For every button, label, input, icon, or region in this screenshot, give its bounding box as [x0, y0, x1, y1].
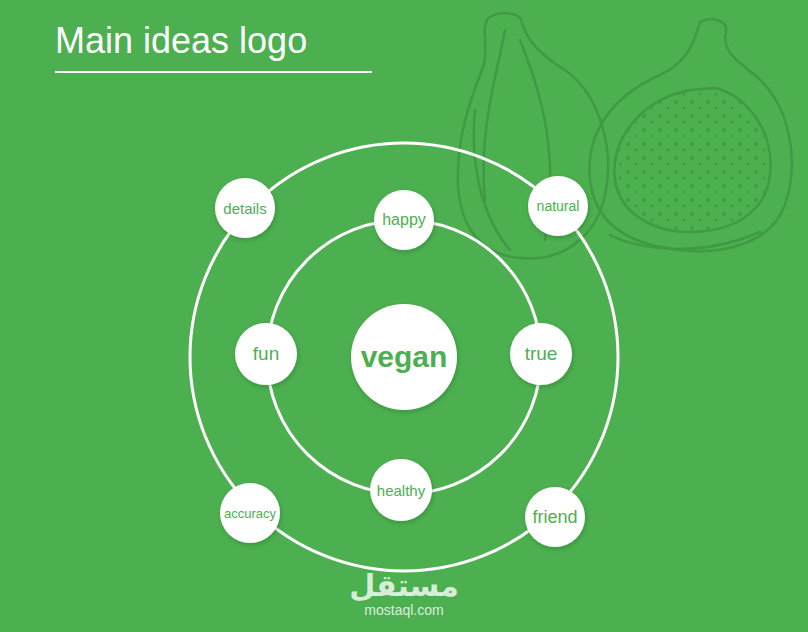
- idea-circle: natural: [527, 175, 589, 237]
- idea-circle: healthy: [369, 458, 433, 522]
- idea-label: healthy: [369, 482, 433, 499]
- idea-circle: details: [214, 177, 276, 239]
- idea-label: friend: [524, 507, 586, 528]
- idea-circle: friend: [524, 486, 586, 548]
- idea-label: vegan: [350, 340, 458, 374]
- inner-orbit: [267, 220, 541, 494]
- watermark: mostaql.com: [364, 602, 443, 618]
- idea-label: accuracy: [219, 506, 281, 521]
- idea-label: natural: [527, 198, 589, 214]
- idea-label: happy: [373, 211, 435, 229]
- title-underline: [55, 71, 372, 73]
- idea-circle: vegan: [350, 303, 458, 411]
- title: Main ideas logo: [55, 20, 307, 62]
- watermark: مستقل: [349, 568, 459, 603]
- outer-orbit: [190, 143, 618, 571]
- idea-circle: happy: [373, 189, 435, 251]
- idea-label: fun: [234, 343, 298, 365]
- fig-drawing: [458, 13, 792, 258]
- idea-circle: true: [509, 322, 573, 386]
- idea-label: true: [509, 343, 573, 365]
- idea-label: details: [214, 200, 276, 217]
- idea-circle: accuracy: [219, 482, 281, 544]
- idea-circle: fun: [234, 322, 298, 386]
